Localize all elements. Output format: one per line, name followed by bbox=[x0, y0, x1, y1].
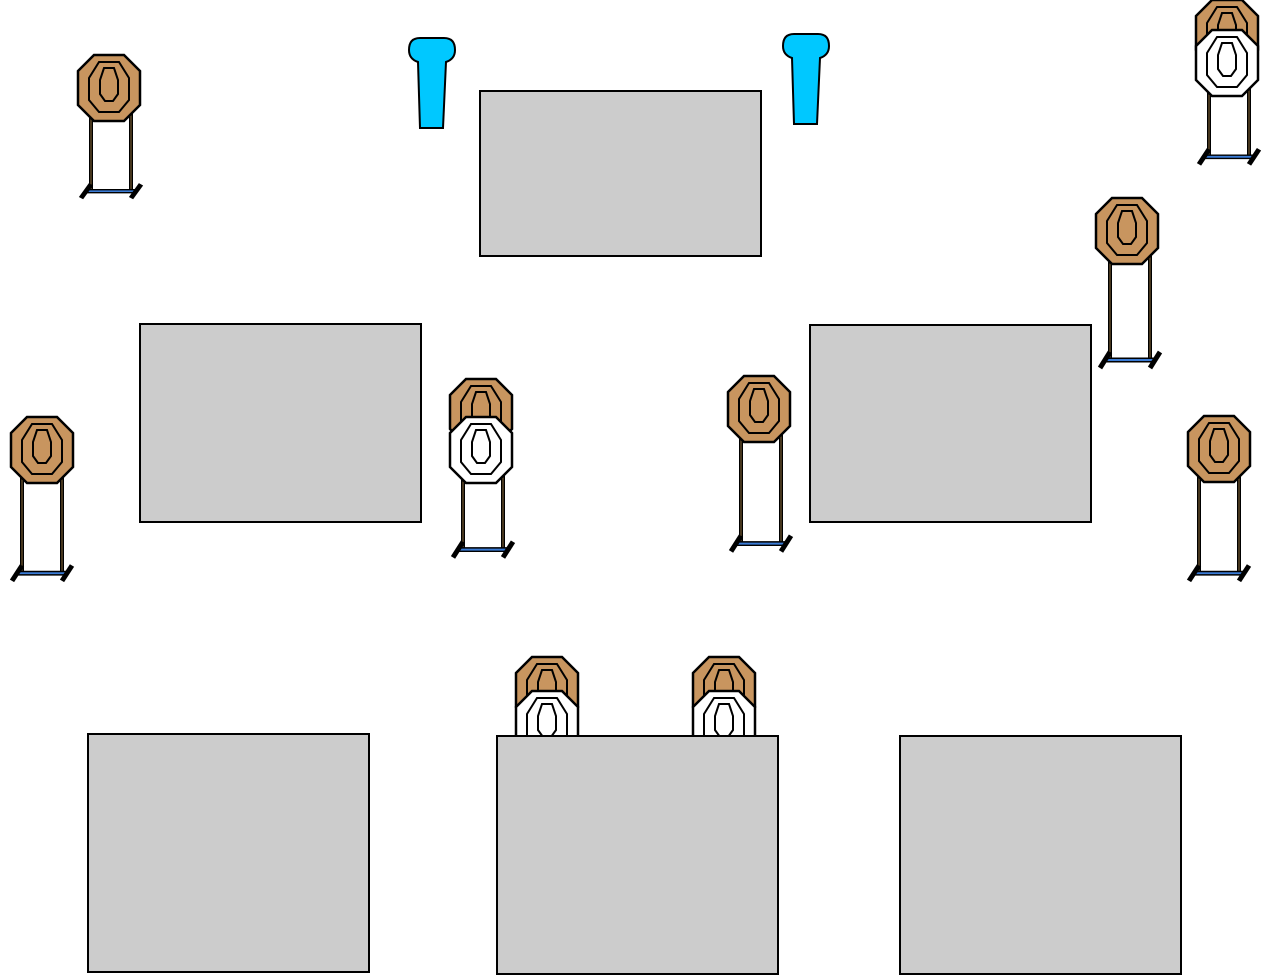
wall-middle-right bbox=[809, 324, 1092, 523]
cardboard-target-right-lower bbox=[1186, 414, 1252, 484]
cardboard-target-right-upper bbox=[1094, 196, 1160, 266]
wall-middle-left bbox=[139, 323, 422, 523]
wall-bottom-left bbox=[87, 733, 370, 973]
barrel-left bbox=[408, 37, 456, 129]
no-shoot-target-middle-left bbox=[448, 415, 514, 485]
barrel-right bbox=[782, 33, 830, 125]
cardboard-target-left bbox=[9, 415, 75, 485]
cardboard-target-middle-right bbox=[726, 374, 792, 444]
wall-bottom-center bbox=[496, 735, 779, 975]
no-shoot-target-top-right bbox=[1194, 28, 1260, 98]
wall-top-center bbox=[479, 90, 762, 257]
wall-bottom-right bbox=[899, 735, 1182, 975]
target-stand-middle-right bbox=[731, 426, 791, 551]
cardboard-target-top-left bbox=[76, 53, 142, 123]
